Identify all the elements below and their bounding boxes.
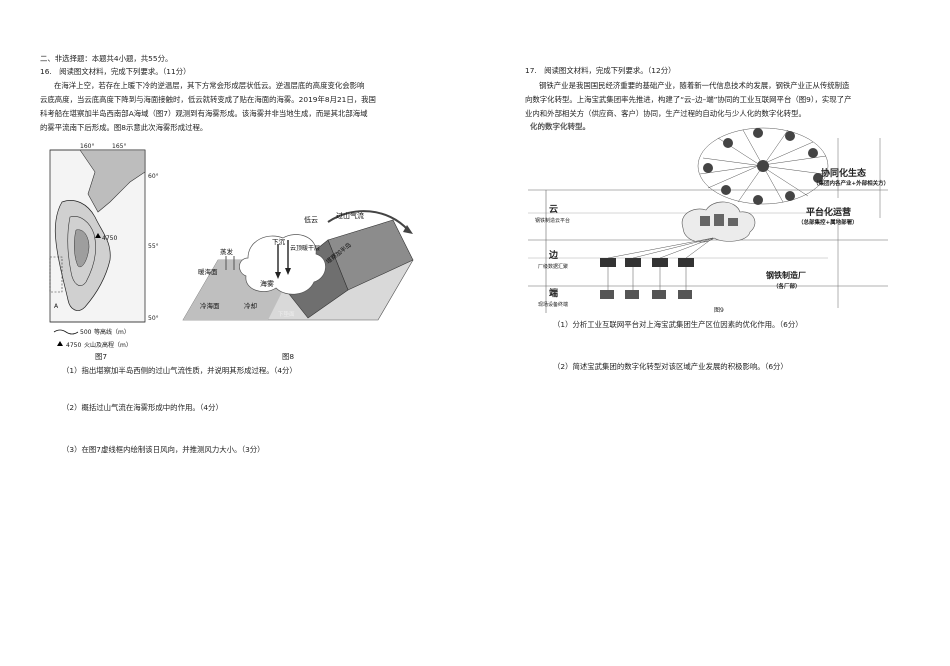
label-cloud-top-dry: 云顶暖干层 <box>290 244 320 252</box>
edge-computers <box>600 258 694 267</box>
q17-title: 17. 阅读图文材料，完成下列要求。（12分） <box>525 66 676 75</box>
label-end-sub: 现场设备终端 <box>538 301 568 308</box>
q16-question-2: （2）概括过山气流在海雾形成中的作用。（4分） <box>62 403 223 412</box>
figure-8-diagram: 低云 过山气流 下沉 云顶暖干层 暖海面 蒸发 海雾 冷海面 冷却 堪察加半岛 … <box>182 210 414 321</box>
map-lon-label-160: 160° <box>80 143 94 150</box>
label-plant-sub: （各厂部） <box>773 282 801 290</box>
q17-para-line-2: 向数字化转型。上海宝武集团率先推进，构建了“云–边–端”协同的工业互联网平台（图… <box>525 95 852 104</box>
legend-volcano-value: 4750 <box>66 342 81 349</box>
label-plant: 钢铁制造厂 <box>766 270 806 280</box>
q16-para-line-3: 科考船在堪察加半岛西南部A海域（图7）观测到有海雾形成。该海雾并非当地生成，而是… <box>40 109 368 118</box>
q16-question-1: （1）指出堪察加半岛西侧的过山气流性质，并说明其形成过程。（4分） <box>62 366 297 375</box>
label-low-cloud: 低云 <box>304 215 318 224</box>
label-cloud: 云 <box>549 204 558 215</box>
q17-question-2: （2）简述宝武集团的数字化转型对该区域产业发展的积极影响。（6分） <box>553 362 788 371</box>
label-warm-sea: 暖海面 <box>198 267 218 276</box>
volcano-elevation-label: 4750 <box>102 235 117 242</box>
label-evaporation: 蒸发 <box>220 247 234 256</box>
q16-question-3: （3）在图7虚线框内绘制该日风向，并推测风力大小。（3分） <box>62 445 265 454</box>
figure-9-caption: 图9 <box>714 307 724 314</box>
map-lat-label-60: 60° <box>148 173 159 180</box>
figure-8-caption: 图8 <box>282 352 295 361</box>
label-cold-current: 冷却 <box>244 301 257 310</box>
ecosystem-network <box>697 127 829 205</box>
q16-title: 16. 阅读图文材料，完成下列要求。（11分） <box>40 67 191 76</box>
label-cold-sea: 冷海面 <box>200 301 220 310</box>
q17-question-1: （1）分析工业互联网平台对上海宝武集团生产区位因素的优化作用。（6分） <box>553 320 803 329</box>
ecosystem-nodes <box>703 128 823 205</box>
label-sea-fog: 海雾 <box>260 279 274 288</box>
map-lon-label-165: 165° <box>112 143 126 150</box>
volcano-legend-icon <box>57 341 63 346</box>
map-lat-label-55: 55° <box>148 243 159 250</box>
label-end: 端 <box>549 287 558 299</box>
legend-volcano-text: 火山及高程（m） <box>84 341 132 349</box>
q17-para-line-1: 钢铁产业是我国国民经济重要的基础产业，随着新一代信息技术的发展，钢铁产业正从传统… <box>539 81 850 90</box>
diagram-top-fragment: 化的数字化转型。 <box>530 121 590 131</box>
label-platform: 平台化运营 <box>806 206 851 218</box>
label-edge-sub: 厂级数据汇聚 <box>538 263 568 270</box>
label-cloud-sub: 钢铁制造云平台 <box>535 217 570 224</box>
label-ecosystem: 协同化生态 <box>821 167 866 179</box>
label-mountain-flow: 过山气流 <box>336 211 364 220</box>
end-devices <box>600 290 692 299</box>
figure-9-diagram: 化的数字化转型。 协同化生态 （集团内各产业+外部相关方） 云 钢铁 <box>528 121 889 314</box>
contour-legend-icon <box>53 329 79 335</box>
point-a-label: A <box>54 303 59 310</box>
q16-para-line-4: 的雾平流南下后形成。图8示意此次海雾形成过程。 <box>40 123 208 132</box>
legend-contour-text: 等高线（m） <box>94 328 130 336</box>
q16-para-line-1: 在海洋上空，若存在上暖下冷的逆温层，其下方常会形成层状低云。逆温层底的高度变化会… <box>54 81 365 90</box>
figure-7-caption: 图7 <box>95 352 108 361</box>
legend-contour-value: 500 <box>80 329 92 336</box>
q17-para-line-3: 业内和外部相关方（供应商、客户）协同，生产过程的自动化与少人化的数字化转型。 <box>525 109 806 118</box>
label-lower-layer: 下垫面 <box>278 310 295 318</box>
label-ecosystem-sub: （集团内各产业+外部相关方） <box>813 179 889 187</box>
label-sink: 下沉 <box>272 238 286 246</box>
label-edge: 边 <box>548 249 559 261</box>
label-platform-sub: （总部集控+属地部署） <box>798 218 858 226</box>
map-lat-label-50: 50° <box>148 315 159 322</box>
section-header: 二、非选择题：本题共4小题，共55分。 <box>40 54 173 63</box>
q16-para-line-2: 云底高度，当云底高度下降到与海面接触时，低云就转变成了贴在海面的海雾。2019年… <box>40 95 376 104</box>
volcano-icon <box>95 233 101 238</box>
figure-7-map: 160° 165° 60° 55° 50° 4750 A 500 等高线（m） … <box>49 143 159 349</box>
